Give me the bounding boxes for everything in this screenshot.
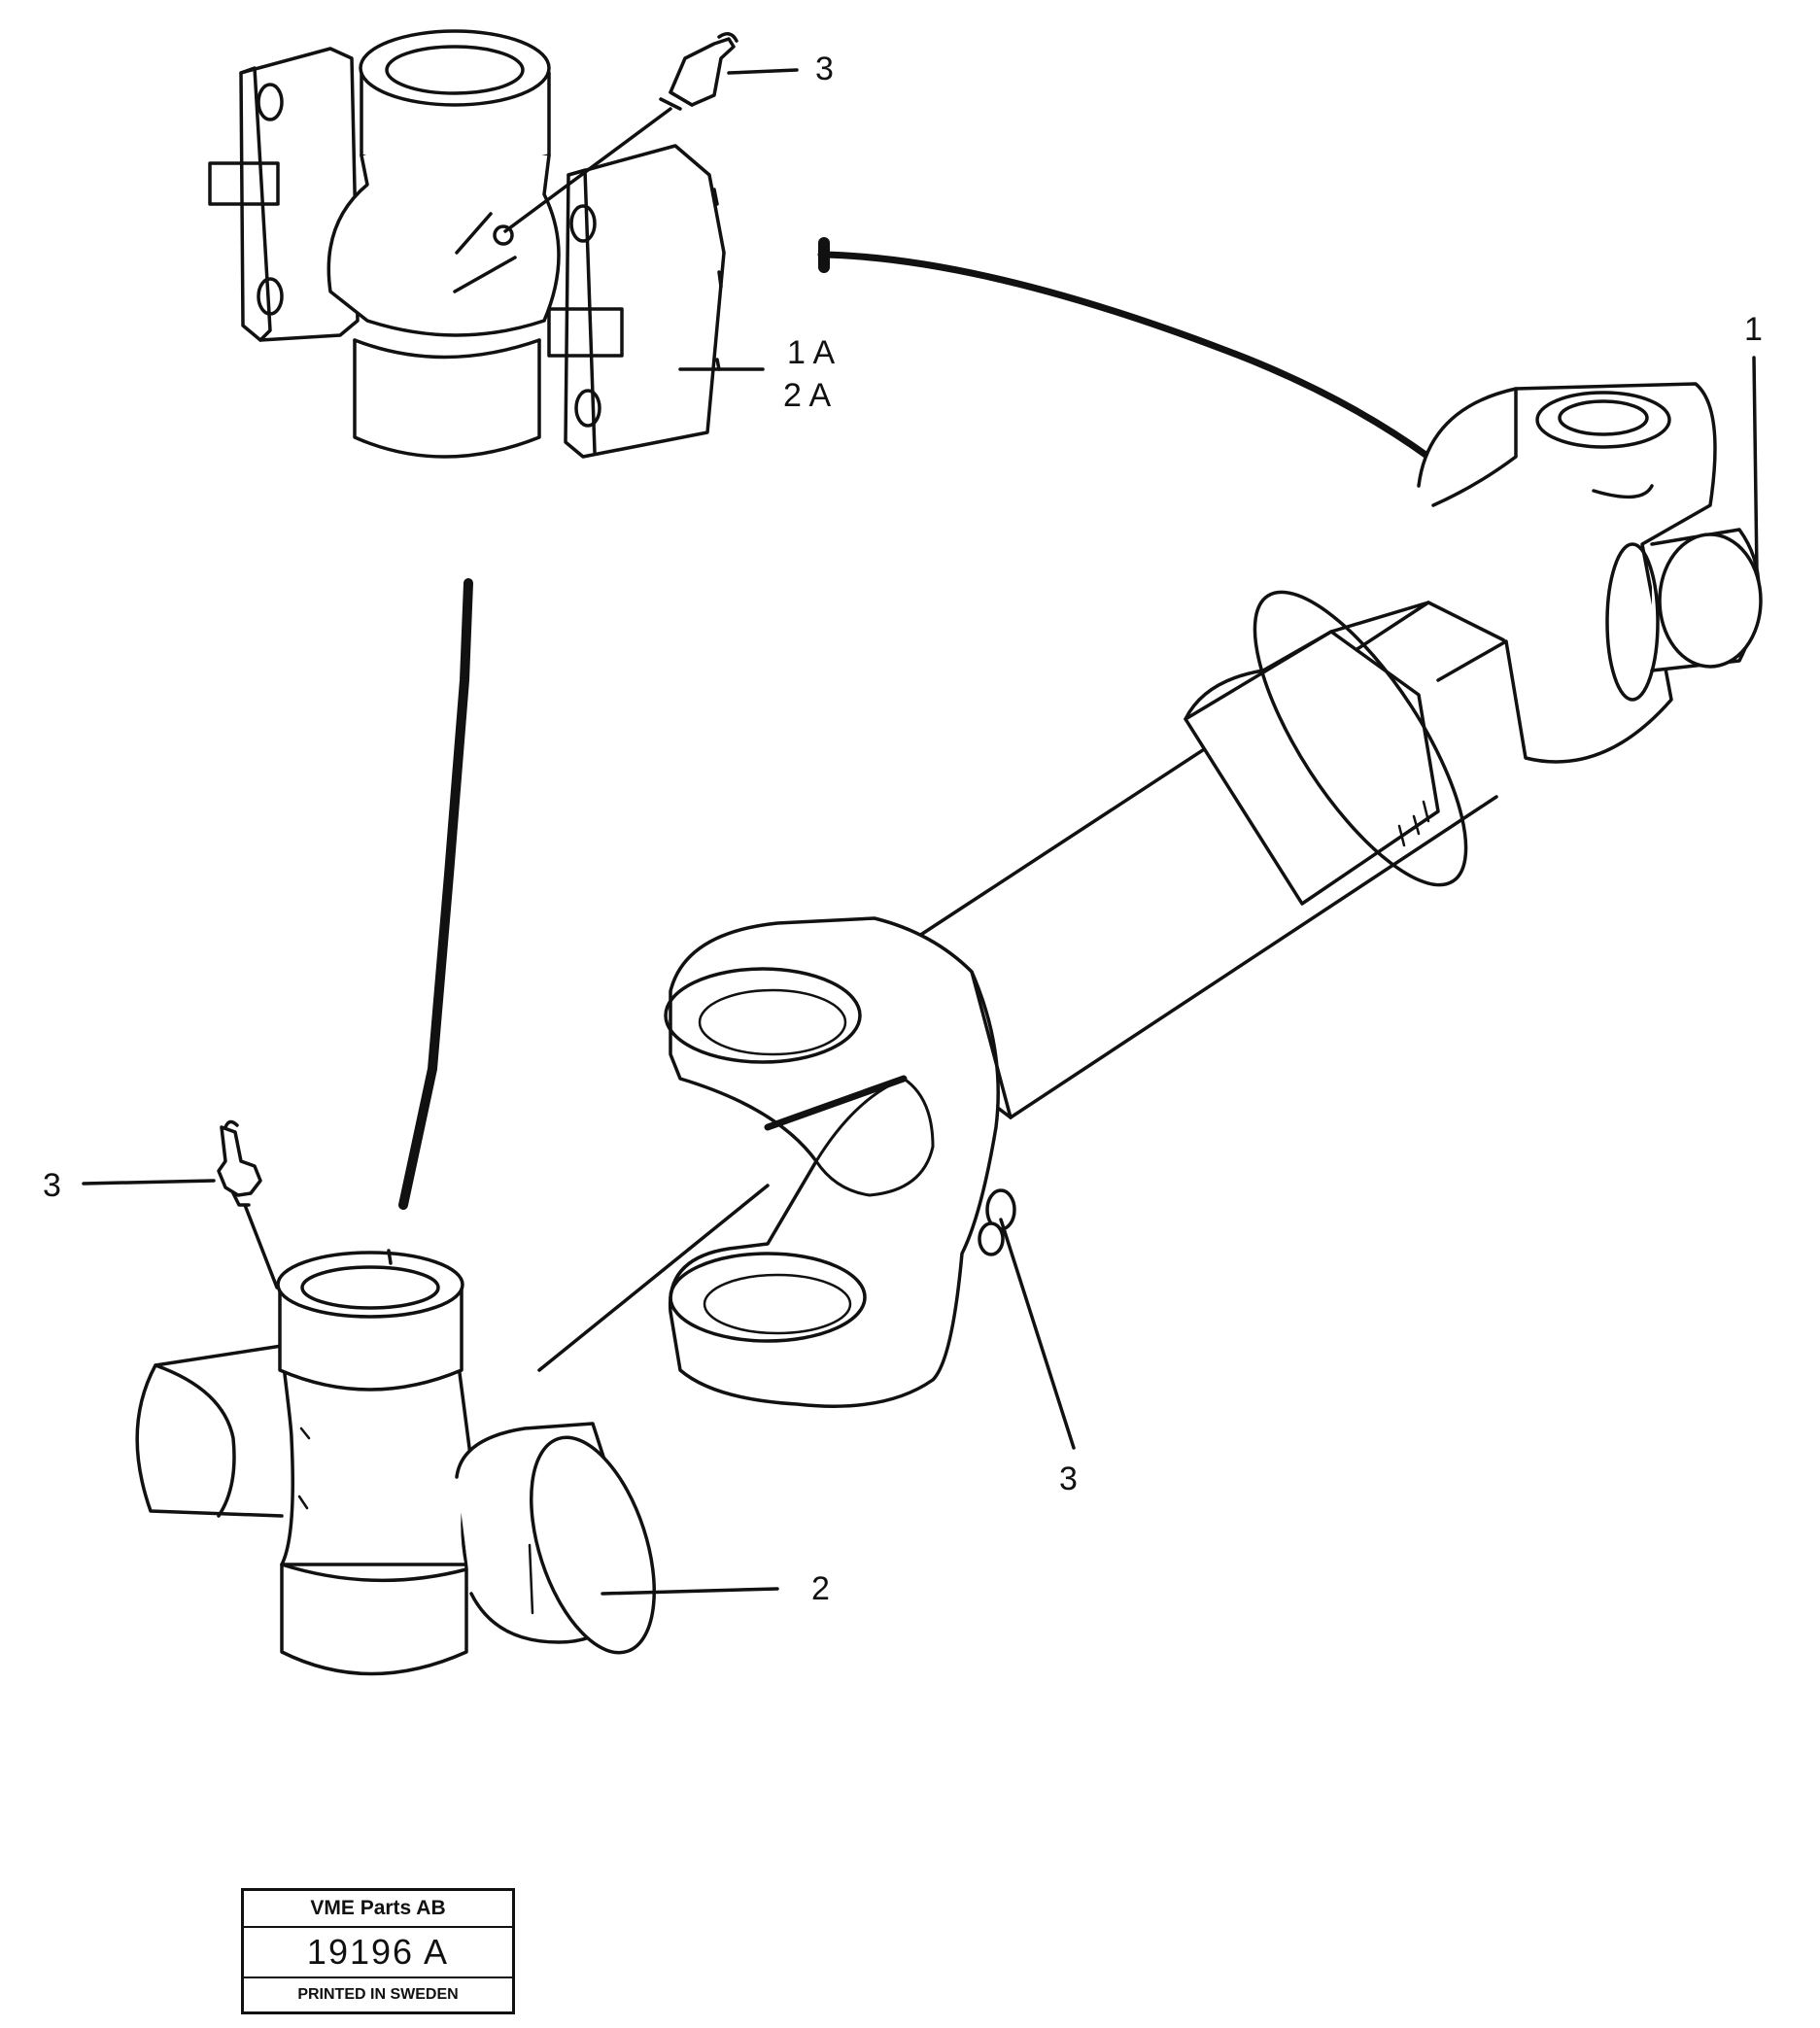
propeller-shaft-illustration [664, 382, 1763, 1408]
callout-spider-cross: 2 [811, 1570, 830, 1607]
upper-grease-nipple-illustration [659, 32, 738, 111]
assembly-arrow-lower [398, 578, 473, 1210]
stamp-company: VME Parts AB [244, 1891, 512, 1928]
callout-shaft-assembly: 1 [1744, 311, 1763, 348]
leader-line-shaft-nipple [999, 1218, 1076, 1450]
publisher-stamp: VME Parts AB 19196 A PRINTED IN SWEDEN [241, 1888, 515, 2014]
stamp-printed-note: PRINTED IN SWEDEN [297, 1986, 459, 2003]
callout-top-grease-nipple: 3 [815, 51, 834, 87]
leader-line-shaft [1752, 356, 1759, 575]
callout-left-grease-nipple: 3 [43, 1167, 61, 1204]
callout-shaft-grease-nipple: 3 [1059, 1461, 1078, 1497]
stamp-drawing-number: 19196 A [244, 1928, 512, 1978]
lower-spider-cross-illustration [82, 1119, 779, 1676]
lower-grease-nipple-illustration [217, 1119, 262, 1207]
upper-spider-kit-illustration [208, 29, 799, 459]
callout-spider-kit-1a: 1 A [787, 334, 836, 371]
callout-spider-kit-2a: 2 A [783, 377, 832, 414]
assembly-arrow-upper [817, 251, 1432, 461]
